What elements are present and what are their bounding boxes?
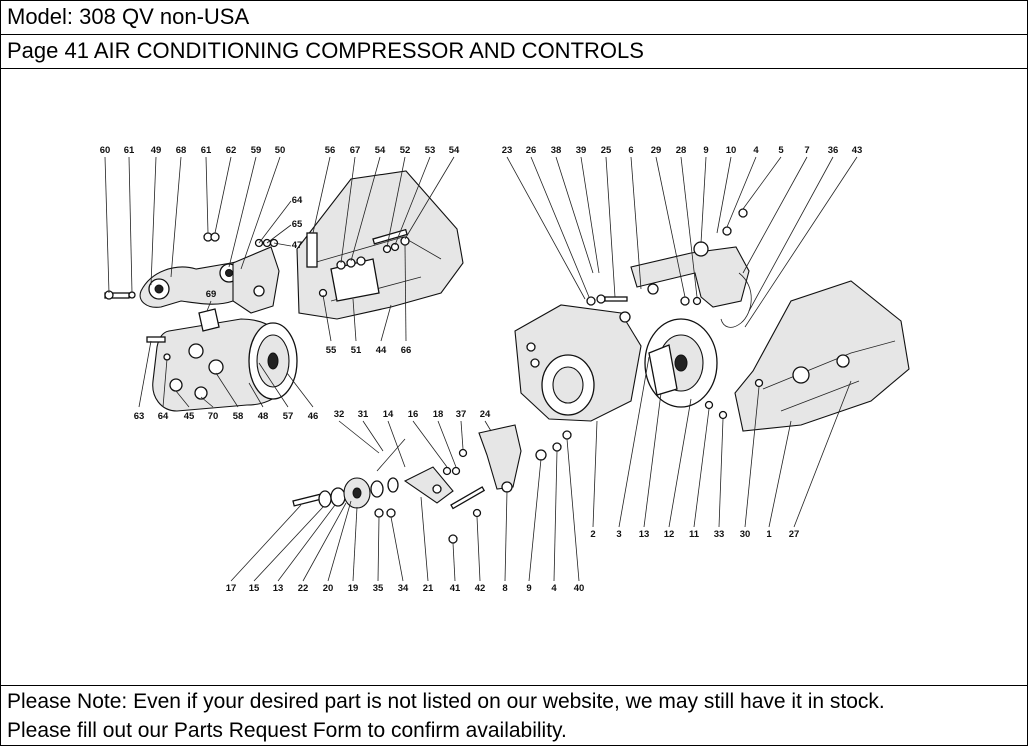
callout-label: 60: [100, 145, 111, 156]
callout-label: 9: [526, 583, 531, 594]
callout-label: 5: [778, 145, 784, 156]
stock-note: Please Note: Even if your desired part i…: [7, 687, 1023, 745]
callout-label: 40: [574, 583, 585, 594]
callout-label: 58: [233, 411, 244, 422]
callout-label: 52: [400, 145, 411, 156]
callout-label: 57: [283, 411, 294, 422]
callout-label: 67: [350, 145, 361, 156]
callout-label: 35: [373, 583, 384, 594]
parts-diagram: 60 61 49 68 61 62 59 50 56 67 54 52 53 5…: [1, 69, 1027, 686]
tensioner-assembly: [292, 424, 572, 544]
callout-label: 56: [325, 145, 336, 156]
callout-label: 46: [308, 411, 319, 422]
callout-label: 33: [714, 529, 725, 540]
callout-label: 32: [334, 409, 345, 420]
callout-label: 16: [408, 409, 419, 420]
callout-label: 55: [326, 345, 337, 356]
stock-note-line-1: Please Note: Even if your desired part i…: [7, 690, 885, 713]
callout-label: 61: [201, 145, 212, 156]
leader-lines: [104, 156, 858, 582]
callout-label: 12: [664, 529, 675, 540]
callout-label: 25: [601, 145, 612, 156]
callout-label: 62: [226, 145, 237, 156]
callout-label: 48: [258, 411, 269, 422]
bracket-assembly-left: [104, 232, 280, 314]
callout-label: 50: [275, 145, 286, 156]
callout-label: 18: [433, 409, 444, 420]
callout-label: 29: [651, 145, 662, 156]
callout-label: 39: [576, 145, 587, 156]
exploded-view-drawing: 60 61 49 68 61 62 59 50 56 67 54 52 53 5…: [100, 145, 910, 594]
callout-label: 24: [480, 409, 491, 420]
callout-label: 51: [351, 345, 362, 356]
callout-label: 47: [292, 240, 303, 251]
callout-label: 43: [852, 145, 863, 156]
callout-label: 65: [292, 219, 303, 230]
callout-label: 59: [251, 145, 262, 156]
callout-label: 44: [376, 345, 387, 356]
callout-label: 8: [502, 583, 507, 594]
callout-label: 13: [639, 529, 650, 540]
callout-labels: 60 61 49 68 61 62 59 50 56 67 54 52 53 5…: [100, 145, 863, 594]
callout-label: 27: [789, 529, 800, 540]
stock-note-line-2: Please fill out our Parts Request Form t…: [7, 719, 567, 742]
callout-label: 21: [423, 583, 434, 594]
callout-label: 17: [226, 583, 237, 594]
callout-label: 61: [124, 145, 135, 156]
callout-label: 4: [551, 583, 557, 594]
callout-label: 38: [551, 145, 562, 156]
callout-label: 28: [676, 145, 687, 156]
callout-label: 11: [689, 529, 700, 540]
upper-bracket-right: [630, 208, 752, 328]
callout-label: 49: [151, 145, 162, 156]
callout-label: 64: [158, 411, 169, 422]
callout-label: 42: [475, 583, 486, 594]
callout-label: 30: [740, 529, 751, 540]
callout-label: 14: [383, 409, 394, 420]
callout-label: 69: [206, 289, 217, 300]
callout-label: 3: [616, 529, 621, 540]
callout-label: 13: [273, 583, 284, 594]
callout-label: 4: [753, 145, 759, 156]
callout-label: 23: [502, 145, 513, 156]
engine-block-right: [704, 280, 910, 432]
callout-label: 31: [358, 409, 369, 420]
callout-label: 15: [249, 583, 260, 594]
callout-label: 36: [828, 145, 839, 156]
callout-label: 22: [298, 583, 309, 594]
callout-label: 64: [292, 195, 303, 206]
callout-label: 7: [804, 145, 809, 156]
model-title: Model: 308 QV non-USA: [1, 1, 1027, 35]
callout-label: 63: [134, 411, 145, 422]
callout-label: 54: [449, 145, 460, 156]
callout-label: 66: [401, 345, 412, 356]
callout-label: 19: [348, 583, 359, 594]
callout-label: 34: [398, 583, 409, 594]
callout-label: 26: [526, 145, 537, 156]
callout-label: 6: [628, 145, 633, 156]
callout-label: 10: [726, 145, 737, 156]
callout-label: 53: [425, 145, 436, 156]
callout-label: 45: [184, 411, 195, 422]
callout-label: 20: [323, 583, 334, 594]
callout-label: 68: [176, 145, 187, 156]
page-title: Page 41 AIR CONDITIONING COMPRESSOR AND …: [1, 35, 1027, 69]
callout-label: 37: [456, 409, 467, 420]
callout-label: 41: [450, 583, 461, 594]
callout-label: 54: [375, 145, 386, 156]
callout-label: 9: [703, 145, 708, 156]
engine-housing-center: [296, 170, 464, 320]
callout-label: 70: [208, 411, 219, 422]
callout-label: 1: [766, 529, 772, 540]
callout-label: 2: [590, 529, 595, 540]
compressor-unit-right: [514, 283, 718, 422]
compressor-body: [146, 308, 298, 412]
